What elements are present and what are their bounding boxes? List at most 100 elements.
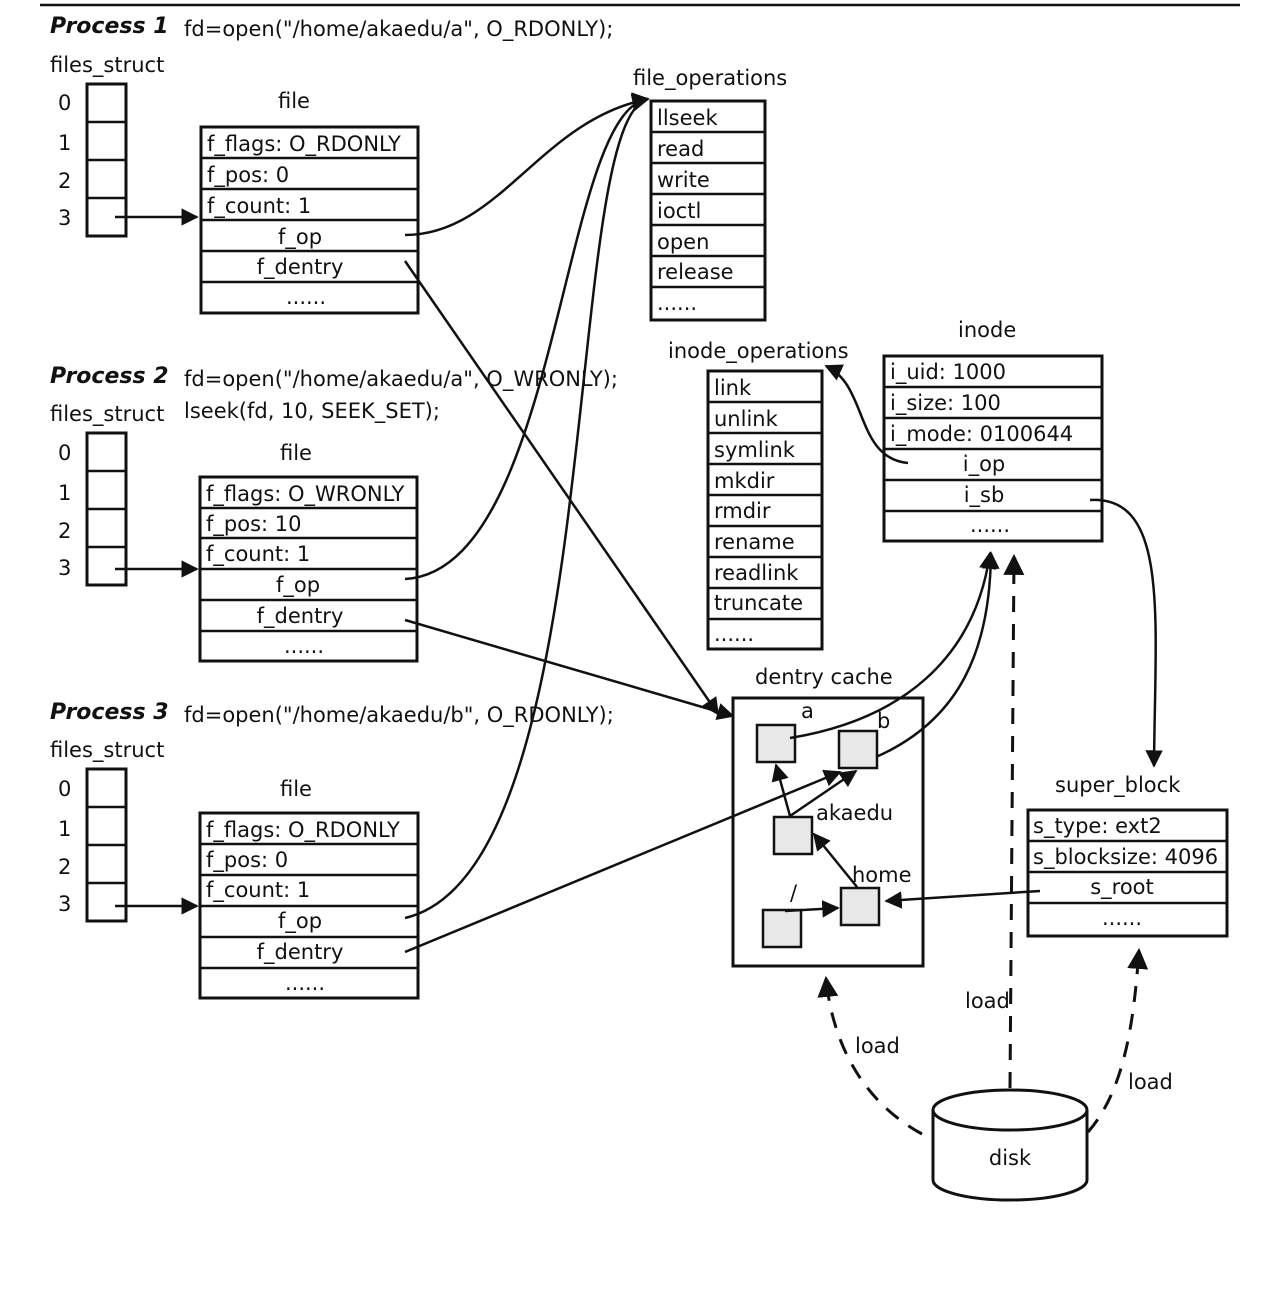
process-1-fd-table: 0 1 2 3 [58,82,128,238]
arrow-sroot-to-home [884,889,1041,909]
dentry-label-root: / [790,881,798,905]
super-block-s-blocksize: s_blocksize: 4096 [1033,845,1218,870]
process-2-f-flags: f_flags: O_WRONLY [206,482,405,507]
process-3-fd-0: 0 [58,777,71,801]
dentry-label-a: a [801,699,814,723]
inode: inode i_uid: 1000 i_size: 100 i_mode: 01… [882,318,1104,543]
file-op-write: write [657,168,710,192]
arrow-dentry-b-to-inode [875,551,1000,759]
process-1-f-count: f_count: 1 [207,194,311,219]
process-3-code-line-1: fd=open("/home/akaedu/b", O_RDONLY); [184,703,614,728]
file-operations: file_operations llseek read write ioctl … [633,66,787,322]
inode-operations: inode_operations link unlink symlink mkd… [668,339,849,651]
arrow-p1-fdentry-to-a [403,260,720,716]
process-1-fd-2: 2 [58,169,71,193]
process-3: Process 3 fd=open("/home/akaedu/b", O_RD… [50,700,614,1000]
process-2-file-struct: f_flags: O_WRONLY f_pos: 10 f_count: 1 f… [198,475,419,663]
process-3-fd-2: 2 [58,855,71,879]
load-arrow-to-inode [1003,553,1025,1089]
process-2-fd-0: 0 [58,441,71,465]
dentry-label-akaedu: akaedu [816,801,893,825]
edge-akaedu-to-a [771,763,792,817]
process-2-files-struct-label: files_struct [50,402,164,427]
disk-top [931,1088,1089,1132]
load-arrow-to-super-block [1086,947,1149,1133]
dentry-cache-title: dentry cache [755,665,893,689]
process-2-code-line-1: fd=open("/home/akaedu/a", O_WRONLY); [184,367,618,392]
process-3-f-op: f_op [278,909,322,934]
arrow-p3-fdentry-to-b [404,769,842,954]
inode-op-unlink: unlink [714,407,779,431]
inode-op-symlink: symlink [714,438,796,462]
arrow-dentry-a-to-inode [789,551,997,740]
process-1-f-flags: f_flags: O_RDONLY [207,132,401,157]
process-3-file-more: ...... [285,971,325,995]
process-2-f-pos: f_pos: 10 [206,512,301,537]
load-arrow-to-dentry-cache [817,975,923,1136]
file-operations-title: file_operations [633,66,787,91]
process-3-fd-table: 0 1 2 3 [58,767,128,923]
dentry-label-b: b [877,709,890,733]
process-1-file-label: file [278,89,310,113]
dentry-cache: dentry cache a b akaedu home / [731,665,925,968]
inode-more: ...... [970,513,1010,537]
process-2-file-more: ...... [284,634,324,658]
process-2-fd-1: 1 [58,481,71,505]
edge-root-to-home [784,900,840,918]
arrow-p1-fop-to-fileops [404,93,650,237]
process-3-f-pos: f_pos: 0 [206,848,288,873]
inode-op-rmdir: rmdir [714,499,771,523]
inode-op-link: link [714,376,752,400]
file-op-open: open [657,230,709,254]
inode-op-more: ...... [714,622,754,646]
process-3-f-count: f_count: 1 [206,878,310,903]
dentry-node-home [839,886,881,927]
process-1: Process 1 fd=open("/home/akaedu/a", O_RD… [50,14,613,315]
inode-operations-title: inode_operations [668,339,849,364]
process-1-f-pos: f_pos: 0 [207,163,289,188]
dentry-node-root [761,908,803,949]
super-block: super_block s_type: ext2 s_blocksize: 40… [1026,773,1229,938]
inode-title: inode [958,318,1016,342]
process-2-file-label: file [280,441,312,465]
inode-i-size: i_size: 100 [890,391,1001,416]
disk: disk [931,1088,1089,1202]
process-1-fd-1: 1 [58,131,71,155]
edge-home-to-akaedu [812,832,858,888]
process-2: Process 2 fd=open("/home/akaedu/a", O_WR… [50,364,618,663]
inode-i-op: i_op [963,452,1006,477]
process-1-file-struct: f_flags: O_RDONLY f_pos: 0 f_count: 1 f_… [199,125,420,315]
dentry-node-akaedu [772,815,814,856]
file-op-release: release [657,260,734,284]
inode-i-uid: i_uid: 1000 [890,360,1006,385]
arrow-isb-to-superblock [1089,498,1163,768]
inode-op-rename: rename [714,530,795,554]
process-3-file-label: file [280,777,312,801]
process-3-files-struct-label: files_struct [50,738,164,763]
process-1-file-more: ...... [286,285,326,309]
process-1-f-dentry: f_dentry [257,255,344,280]
load-label-inode: load [965,989,1010,1013]
inode-i-mode: i_mode: 0100644 [890,422,1073,447]
process-3-fd-3: 3 [58,892,71,916]
process-2-f-dentry: f_dentry [257,604,344,629]
super-block-more: ...... [1102,906,1142,930]
inode-op-readlink: readlink [714,561,799,585]
arrow-p2-fop-to-fileops [404,92,650,581]
process-1-title: Process 1 [50,14,169,39]
process-1-files-struct-label: files_struct [50,53,164,78]
process-2-f-op: f_op [276,573,320,598]
process-3-f-flags: f_flags: O_RDONLY [206,818,400,843]
process-1-fd-3: 3 [58,206,71,230]
process-1-f-op: f_op [278,225,322,250]
dentry-node-a [755,723,797,764]
disk-label: disk [989,1146,1032,1170]
file-op-read: read [657,137,704,161]
load-label-dentry: load [855,1034,900,1058]
edge-akaedu-to-b [789,769,858,818]
file-op-llseek: llseek [657,106,718,130]
process-2-fd-2: 2 [58,519,71,543]
process-1-fd-0: 0 [58,91,71,115]
load-label-super-block: load [1128,1070,1173,1094]
super-block-title: super_block [1055,773,1181,798]
